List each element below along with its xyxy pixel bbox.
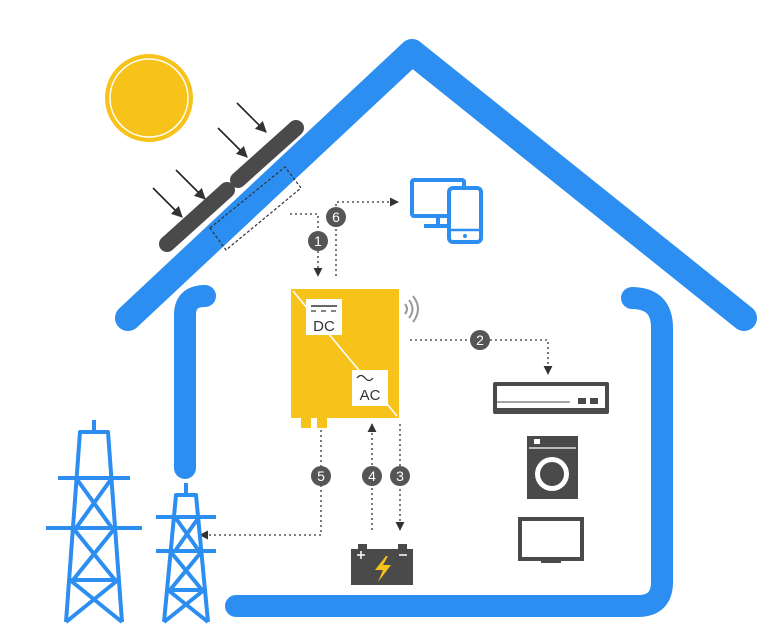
svg-text:4: 4 bbox=[368, 468, 376, 484]
step-badge-4: 4 bbox=[362, 466, 382, 486]
tv-icon bbox=[520, 519, 582, 563]
svg-text:6: 6 bbox=[332, 209, 340, 225]
step-badge-5: 5 bbox=[311, 466, 331, 486]
house-left-wall bbox=[185, 296, 205, 468]
air-conditioner-icon bbox=[493, 382, 609, 414]
step-badge-6: 6 bbox=[326, 207, 346, 227]
dc-label: DC bbox=[313, 318, 335, 335]
step-badge-2: 2 bbox=[470, 330, 490, 350]
sun-icon bbox=[105, 54, 193, 142]
step-badge-3: 3 bbox=[390, 466, 410, 486]
ac-label: AC bbox=[360, 387, 381, 404]
wifi-signal-icon bbox=[405, 296, 418, 322]
step-badge-1: 1 bbox=[308, 231, 328, 251]
washing-machine-icon bbox=[527, 436, 578, 499]
svg-text:2: 2 bbox=[476, 332, 484, 348]
battery-icon bbox=[351, 544, 413, 585]
svg-text:5: 5 bbox=[317, 468, 325, 484]
inverter-icon: DC AC bbox=[291, 289, 399, 428]
house-roof bbox=[128, 52, 744, 318]
svg-text:1: 1 bbox=[314, 233, 322, 249]
svg-text:3: 3 bbox=[396, 468, 404, 484]
smartphone-icon bbox=[449, 188, 481, 242]
